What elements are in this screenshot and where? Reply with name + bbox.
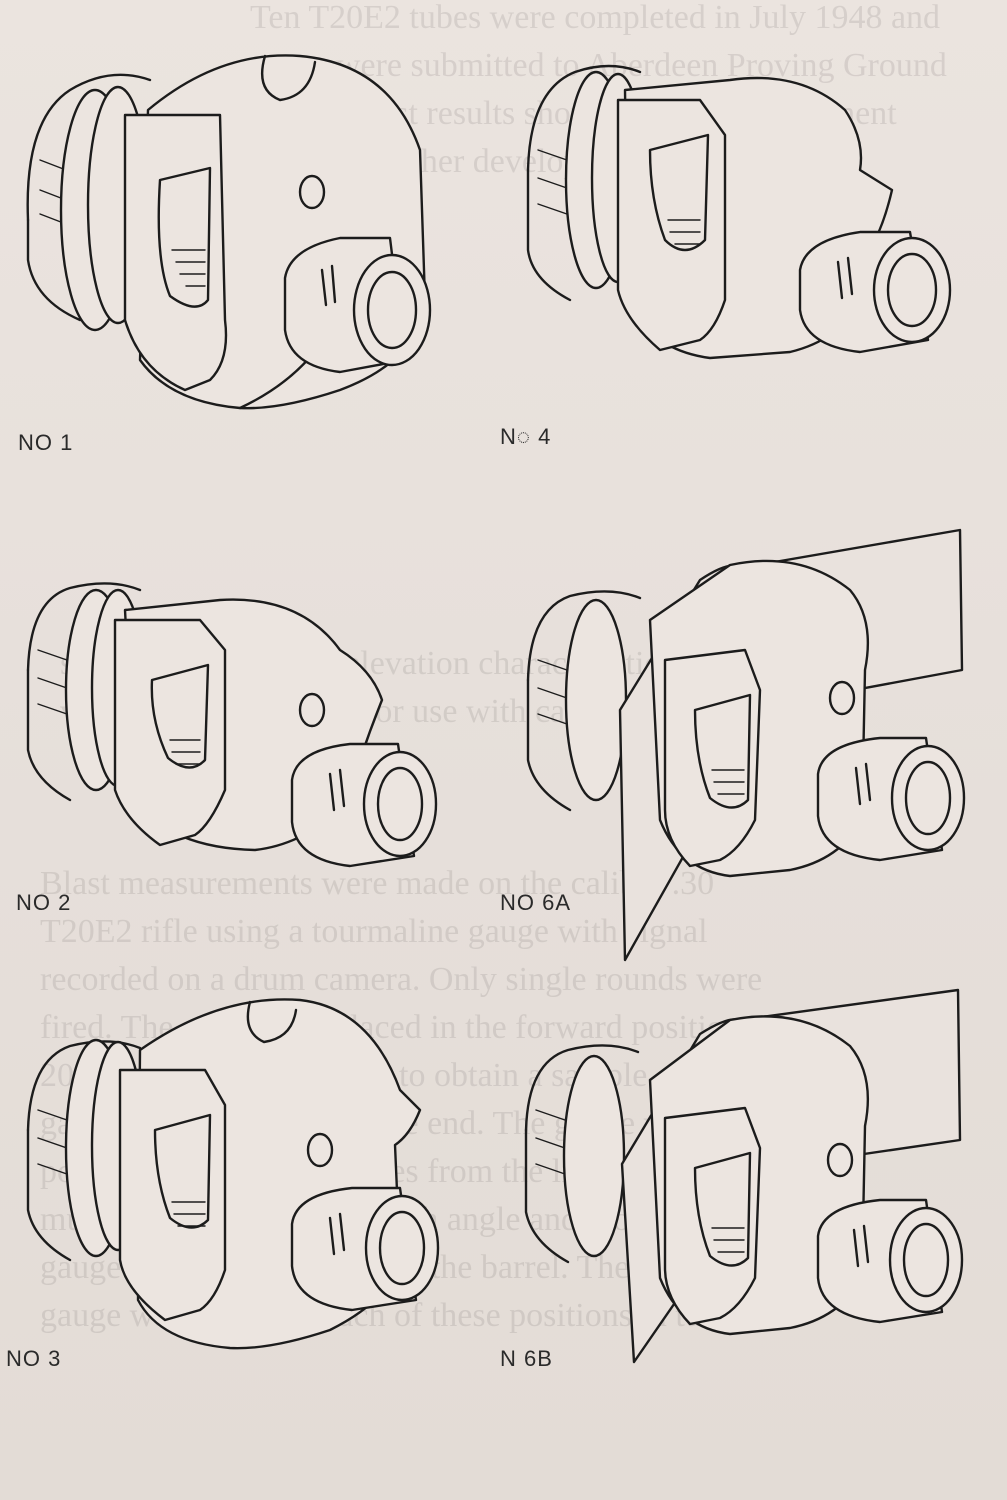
compensator-drawing-with-shield-b: [524, 988, 964, 1364]
figure-caption: NO 3: [6, 1346, 62, 1371]
compensator-drawing-round: [26, 54, 432, 410]
figure-no2: NO 2: [0, 500, 500, 920]
bleed-line: T20E2 rifle using a tourmaline gauge wit…: [40, 913, 708, 950]
bleed-line: Blast measurements were made on the cali…: [40, 865, 715, 902]
figure-no1: NO 1: [0, 0, 500, 500]
figure-caption: NO 6A: [500, 890, 572, 915]
compensator-drawing-notched: [26, 582, 438, 868]
compensator-drawing-with-shield: [526, 528, 966, 962]
figure-no4: N◌ 4: [500, 0, 1000, 500]
figure-no6a: NO 6A: [500, 520, 1000, 962]
bleed-line: Ten T20E2 tubes were completed in July 1…: [250, 0, 941, 36]
bleed-line: recorded on a drum camera. Only single r…: [40, 961, 763, 998]
figure-caption: N◌ 4: [500, 424, 552, 449]
figure-caption: N 6B: [500, 1346, 553, 1371]
figure-caption: NO 1: [18, 430, 74, 455]
compensator-drawing-boxy: [526, 64, 952, 360]
figure-no6b: N 6B: [500, 988, 1000, 1400]
figure-no3: NO 3: [0, 970, 500, 1390]
figure-caption: NO 2: [16, 890, 72, 915]
compensator-drawing-round-notched: [26, 998, 440, 1350]
